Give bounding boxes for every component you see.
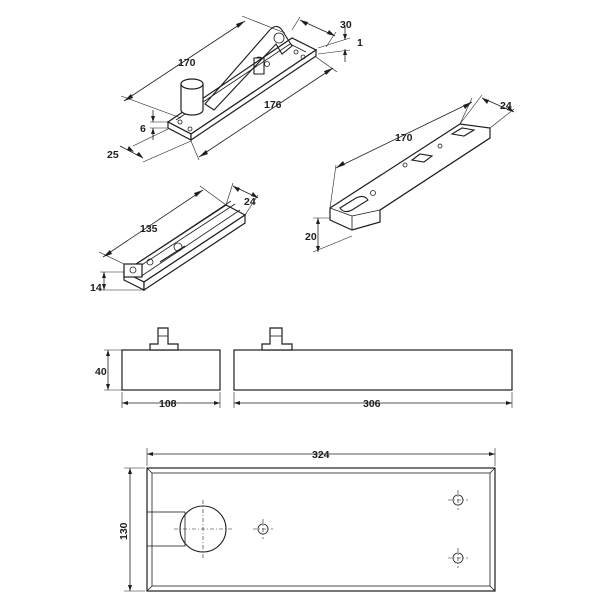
arm-square-hole: [410, 153, 434, 163]
dim-label: 1: [357, 37, 363, 49]
plate-tab: [253, 57, 265, 75]
dim-line-135: [102, 189, 204, 258]
pivot-pin-top: [180, 78, 204, 90]
channel-piece: 135 24 14: [90, 182, 259, 294]
side-view-large: 306: [233, 327, 513, 410]
lever-hole: [273, 32, 285, 44]
arm-square-hole: [450, 127, 476, 137]
screw-hole: [293, 49, 299, 55]
small-box: [121, 349, 221, 391]
dim-label: 108: [159, 398, 177, 410]
dim-line-176: [198, 67, 334, 158]
small-box-pin: [149, 327, 179, 351]
plan-inner-rim: [151, 472, 491, 587]
pivot-arm: 170 24 20: [305, 94, 515, 253]
dim-label: 24: [500, 100, 512, 112]
screw-hole: [187, 126, 193, 132]
dim-label: 170: [395, 132, 413, 144]
dim-label: 30: [340, 19, 352, 31]
dim-label: 176: [264, 99, 282, 111]
dim-line-170b: [335, 101, 473, 169]
plate-side-edge: [190, 48, 317, 142]
dim-label: 25: [107, 149, 119, 161]
dim-label: 20: [305, 231, 317, 243]
screw-hole: [300, 54, 306, 60]
side-view-small: 40 108: [95, 327, 221, 410]
channel-side: [143, 213, 246, 292]
screw-hole: [177, 119, 183, 125]
dim-label: 135: [140, 223, 158, 235]
plan-outline: [146, 467, 496, 592]
arm-slot: [339, 195, 369, 213]
plate-rim: [175, 43, 307, 121]
pivot-pin: [180, 84, 204, 116]
dim-label: 6: [140, 123, 146, 135]
dim-line-170: [123, 20, 246, 102]
channel-end-block: [123, 263, 143, 278]
dim-label: 24: [244, 196, 256, 208]
top-pivot-plate: 170 30 1 176 6 25: [107, 15, 363, 163]
dim-label: 170: [178, 57, 196, 69]
dim-label: 130: [118, 522, 130, 540]
large-box: [233, 349, 513, 391]
large-box-pin: [261, 327, 293, 351]
plan-view: 324 130: [118, 448, 496, 592]
dim-label: 14: [90, 282, 102, 294]
dim-label: 306: [363, 398, 381, 410]
dim-label: 40: [95, 366, 107, 378]
dim-label: 324: [312, 449, 330, 461]
lever-arm: [204, 25, 293, 111]
